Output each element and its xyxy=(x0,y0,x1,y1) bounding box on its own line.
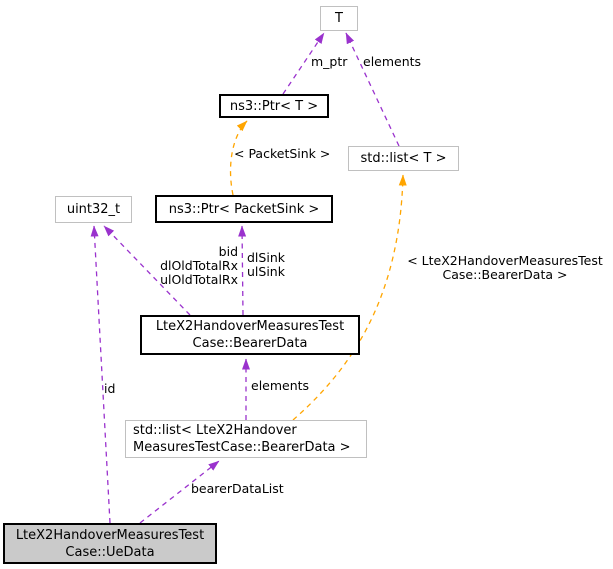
usage-edge-elements-to-t xyxy=(345,32,400,147)
node-uint32-t: uint32_t xyxy=(55,196,132,223)
node-bearerdata[interactable]: LteX2HandoverMeasuresTest Case::BearerDa… xyxy=(140,315,360,355)
node-std-list-bearerdata: std::list< LteX2Handover MeasuresTestCas… xyxy=(125,420,367,458)
edge-label-m-ptr: m_ptr xyxy=(311,54,348,69)
edge-label-sink-fields: dlSink ulSink xyxy=(247,250,285,279)
edge-label-elements-to-t: elements xyxy=(363,54,422,69)
edge-label-elements-to-bearerdata: elements xyxy=(251,378,310,393)
edge-label-bearerdatalist: bearerDataList xyxy=(191,481,284,496)
edge-label-id: id xyxy=(104,381,116,396)
edge-label-bid-fields: bid dlOldTotalRx ulOldTotalRx xyxy=(160,244,238,287)
node-std-list-t: std::list< T > xyxy=(348,146,459,171)
node-uedata-current: LteX2HandoverMeasuresTest Case::UeData xyxy=(3,523,217,564)
edge-label-template-bearerdata: < LteX2HandoverMeasuresTest Case::Bearer… xyxy=(407,253,603,282)
node-ns3-ptr-t[interactable]: ns3::Ptr< T > xyxy=(219,94,329,118)
node-t: T xyxy=(320,6,358,31)
edge-label-template-packetsink: < PacketSink > xyxy=(234,146,331,161)
usage-edge-id xyxy=(90,225,111,524)
node-ns3-ptr-packetsink[interactable]: ns3::Ptr< PacketSink > xyxy=(155,195,333,223)
usage-edge-sink-fields xyxy=(238,225,247,316)
